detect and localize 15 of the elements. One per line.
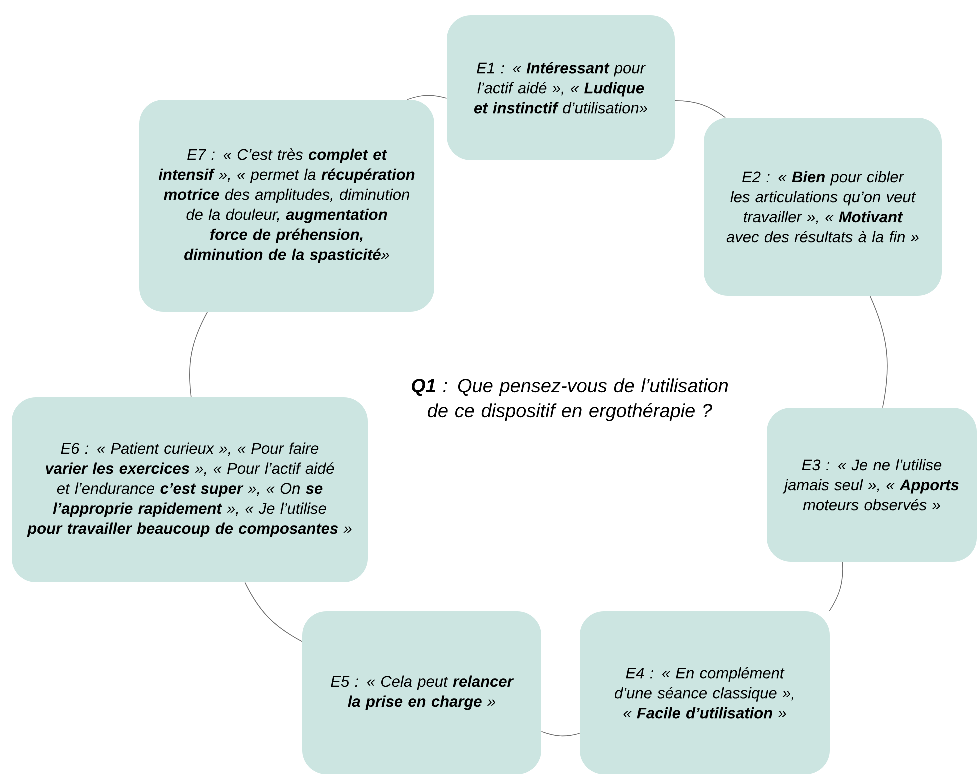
quote-box: E3 : « Je ne l’utilise jamais seul », « Apports moteurs observés » (767, 408, 977, 562)
connector-line (541, 731, 580, 737)
question-text: Q1 : Que pensez-vous de l’utilisation de ce dispositif en ergothérapie ? (412, 378, 728, 422)
connector-line (189, 312, 208, 398)
quote-box: E7 : « C’est très complet et intensif », « permet la récupération motrice des amplitudes, diminution de la douleur, augmentation force de préhension, diminution de la spasticité» (140, 100, 434, 312)
connector-line (244, 582, 303, 642)
quote-box: E4 : « En complément d’une séance classique », « Facile d’utilisation » (580, 611, 830, 774)
quote-box: E1 : « Intéressant pour l’actif aidé », « Ludique et instinctif d’utilisation» (447, 15, 675, 160)
quote-box: E6 : « Patient curieux », « Pour faire varier les exercices », « Pour l’actif aidé et l’endurance c’est super », « On se l’approprie rapidement », « Je l’utilise pour travailler beaucoup de composantes » (12, 397, 368, 582)
connector-line (829, 562, 844, 612)
quote-box: E5 : « Cela peut relancer la prise en charge » (302, 611, 542, 774)
connector-line (870, 296, 888, 408)
quote-box: E2 : « Bien pour cibler les articulations qu’on veut travailler », « Motivant avec des résultats à la fin » (704, 118, 942, 296)
connector-line (407, 95, 448, 100)
connector-line (674, 100, 726, 118)
